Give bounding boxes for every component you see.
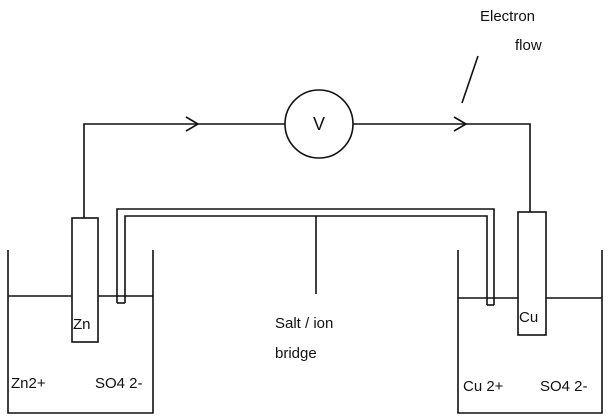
right-beaker [457,250,603,414]
zinc-electrode: Zn [71,217,99,343]
copper-electrode-label: Cu [519,309,538,326]
salt-bridge-label-line2: bridge [275,345,317,362]
zinc-electrode-label: Zn [73,316,91,333]
wire-arrow-right-icon [453,116,468,132]
voltmeter: V [284,89,354,159]
copper-electrode: Cu [517,211,547,336]
left-anion-label: SO4 2- [95,375,143,392]
left-cation-label: Zn2+ [11,375,46,392]
electron-flow-label-line2: flow [515,37,542,54]
wire-arrow-left-icon [185,116,200,132]
voltmeter-symbol: V [313,114,325,134]
salt-bridge [116,208,495,306]
right-anion-label: SO4 2- [540,378,588,395]
salt-bridge-label-line1: Salt / ion [275,315,333,332]
electron-flow-label-line1: Electron [480,8,535,25]
right-cation-label: Cu 2+ [463,378,504,395]
electron-flow-pointer [461,55,479,104]
external-wire [83,123,531,218]
